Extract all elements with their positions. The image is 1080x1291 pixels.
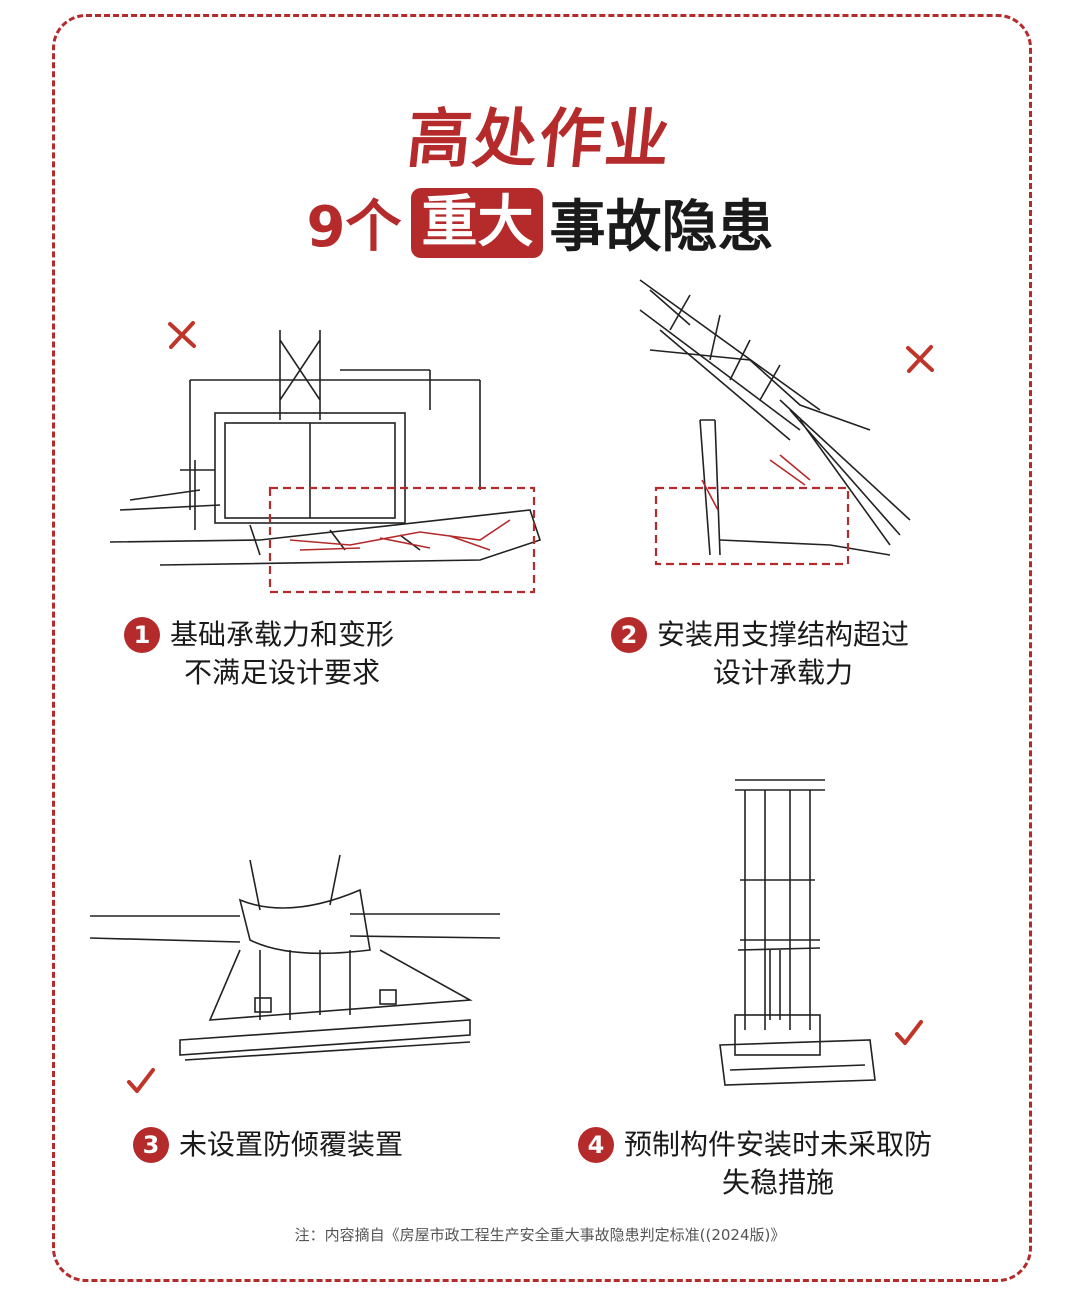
caption-line-2: 不满足设计要求	[184, 656, 381, 689]
caption-line-1: 基础承载力和变形	[170, 618, 395, 651]
caption-item-4: 4 预制构件安装时未采取防 失稳措施	[578, 1126, 932, 1202]
number-badge: 3	[133, 1127, 169, 1163]
caption-item-2: 2 安装用支撑结构超过 设计承载力	[611, 616, 909, 692]
cross-icon	[906, 345, 934, 373]
check-icon	[895, 1020, 923, 1045]
caption-line-1: 安装用支撑结构超过	[657, 618, 910, 651]
dashed-border-frame	[52, 14, 1032, 1282]
illustration-foundation	[109, 330, 542, 594]
caption-line-2: 失稳措施	[722, 1166, 835, 1199]
subtitle-highlight: 重大	[411, 187, 544, 258]
number-badge: 4	[578, 1127, 614, 1163]
number-badge: 2	[611, 617, 647, 653]
source-footnote: 注：内容摘自《房屋市政工程生产安全重大事故隐患判定标准((2024版)》	[294, 1226, 786, 1244]
subtitle-rest: 事故隐患	[549, 195, 774, 260]
illustration-anti-overturn	[90, 854, 501, 1061]
caption-line-1: 预制构件安装时未采取防	[624, 1128, 933, 1161]
illustration-precast-column	[719, 779, 876, 1086]
subtitle-number: 9个	[306, 195, 402, 260]
caption-line-1: 未设置防倾覆装置	[179, 1128, 404, 1161]
caption-line-2: 设计承载力	[713, 656, 854, 689]
check-icon	[127, 1068, 155, 1093]
page-title: 高处作业	[403, 103, 676, 177]
caption-item-3: 3 未设置防倾覆装置	[133, 1126, 403, 1164]
page-subtitle: 9个 重大 事故隐患	[0, 182, 1080, 263]
number-badge: 1	[124, 617, 160, 653]
caption-item-1: 1 基础承载力和变形 不满足设计要求	[124, 616, 394, 692]
illustration-support-structure	[639, 279, 911, 566]
cross-icon	[168, 321, 196, 349]
